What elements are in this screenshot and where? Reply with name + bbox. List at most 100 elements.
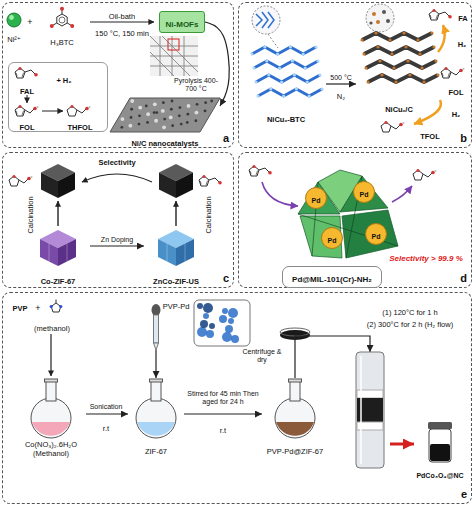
node-outline [187,104,191,108]
node-outline [121,117,125,121]
calcination-arrow [57,201,58,226]
label-holder: N₂ [337,85,345,103]
annotation: (methanol) [34,324,70,333]
edge-label: Sonication [90,403,123,411]
node-outline [364,66,367,69]
node-outline [394,80,397,83]
calcination-arrow [175,201,176,226]
label-holder: H₃BTC [50,31,73,49]
molecule-label: FAL [20,87,34,96]
label-holder: Selectivity [98,151,135,169]
annotation: H₂ [452,110,461,119]
text-holder: ZnCo-ZIF-US [144,270,208,288]
molecule [9,175,222,186]
reaction-arrow [392,186,412,202]
molecule [9,175,33,186]
label-holder: r.t [103,417,109,435]
node-outline [171,124,174,127]
panel-letter: b [460,132,467,144]
thfol-molecule [413,169,437,180]
node-outline [162,125,166,129]
node-outline [145,105,148,108]
node-outline [154,343,159,350]
node-outline [376,45,379,48]
node-outline [128,124,132,128]
dropper-outline [136,298,252,350]
node-outline [420,66,423,69]
node-outline [374,31,377,34]
node-outline [256,94,259,97]
node-outline [306,80,309,83]
reaction-molecules [15,67,91,116]
node-outline [432,45,435,48]
mof-box: Ni-MOFs [159,11,205,33]
text-holder: PVP-Pd [163,295,190,313]
selectivity-arrow [82,174,152,182]
fa-molecule [429,9,452,20]
text-holder: (2) 300°C for 2 h (H₂ flow) [367,313,453,331]
mof-crystal [150,36,198,76]
zif-cube: Co-ZIF-67 [26,226,90,281]
text-holder: ZIF-67 [128,440,184,458]
node-outline [276,422,314,436]
flask-outline [262,378,328,440]
node-outline [197,303,203,309]
panel-frame: cCo-ZIF-67ZnCo-ZIF-US [2,152,234,288]
node-outline [162,101,165,104]
black-cube [58,173,75,199]
node-outline [203,313,209,319]
edge-label: Zn Doping [101,236,133,244]
black-cube [176,173,193,199]
node-outline [146,112,150,116]
node-outline [222,332,232,342]
edge-label-holder: Zn Doping [101,228,133,246]
ni-ion [9,15,14,20]
node-outline [250,52,253,55]
label-holder: TFOL [420,125,440,143]
node-outline [130,99,134,103]
node-outline [194,300,250,346]
pd-particle: Pd [305,187,327,209]
magnifier [252,6,280,48]
label-holder: (methanol) [34,317,70,335]
node-outline [256,75,320,82]
label-holder: Calcination [197,196,215,233]
selectivity-arrow [82,174,152,182]
thfol-molecule [413,169,437,180]
node-outline [203,303,213,313]
panel-letter: e [461,488,467,500]
annotation: Oil-bath [109,12,135,21]
annotation: TFOL [420,132,440,141]
node-outline [388,38,391,41]
annotation: FA [458,14,468,23]
product-label: PdCo₃O₄@NC [416,472,463,480]
annotation: Calcination [204,196,213,233]
tfol-molecule [381,121,405,132]
node-outline [138,114,141,117]
text-holder: d [460,268,467,286]
annotation: + [27,17,32,28]
node-outline [138,123,141,126]
fal-molecule [249,165,272,176]
text-holder: Pd [312,189,321,207]
node-outline [231,335,239,343]
oil-bath-arrow [90,22,154,23]
panel-letter: a [223,132,229,144]
node-outline [152,304,161,316]
mof-crystal [150,36,198,76]
node-outline [110,98,220,132]
magnifier [376,20,380,24]
node-outline [219,315,227,323]
text-holder: Pd [372,225,381,243]
mof-cluster [298,176,398,258]
node-outline [195,111,199,115]
molecule [199,175,222,186]
node-outline [320,87,323,90]
text-holder: Pd@MIL-101(Cr)-NH₂ [292,268,372,286]
magnifier [256,12,274,28]
node-outline [289,379,302,382]
text-holder: Co-ZIF-67 [26,270,90,288]
node-outline [252,47,316,54]
hydrogen-arrow [438,25,445,52]
node-outline [416,38,419,41]
